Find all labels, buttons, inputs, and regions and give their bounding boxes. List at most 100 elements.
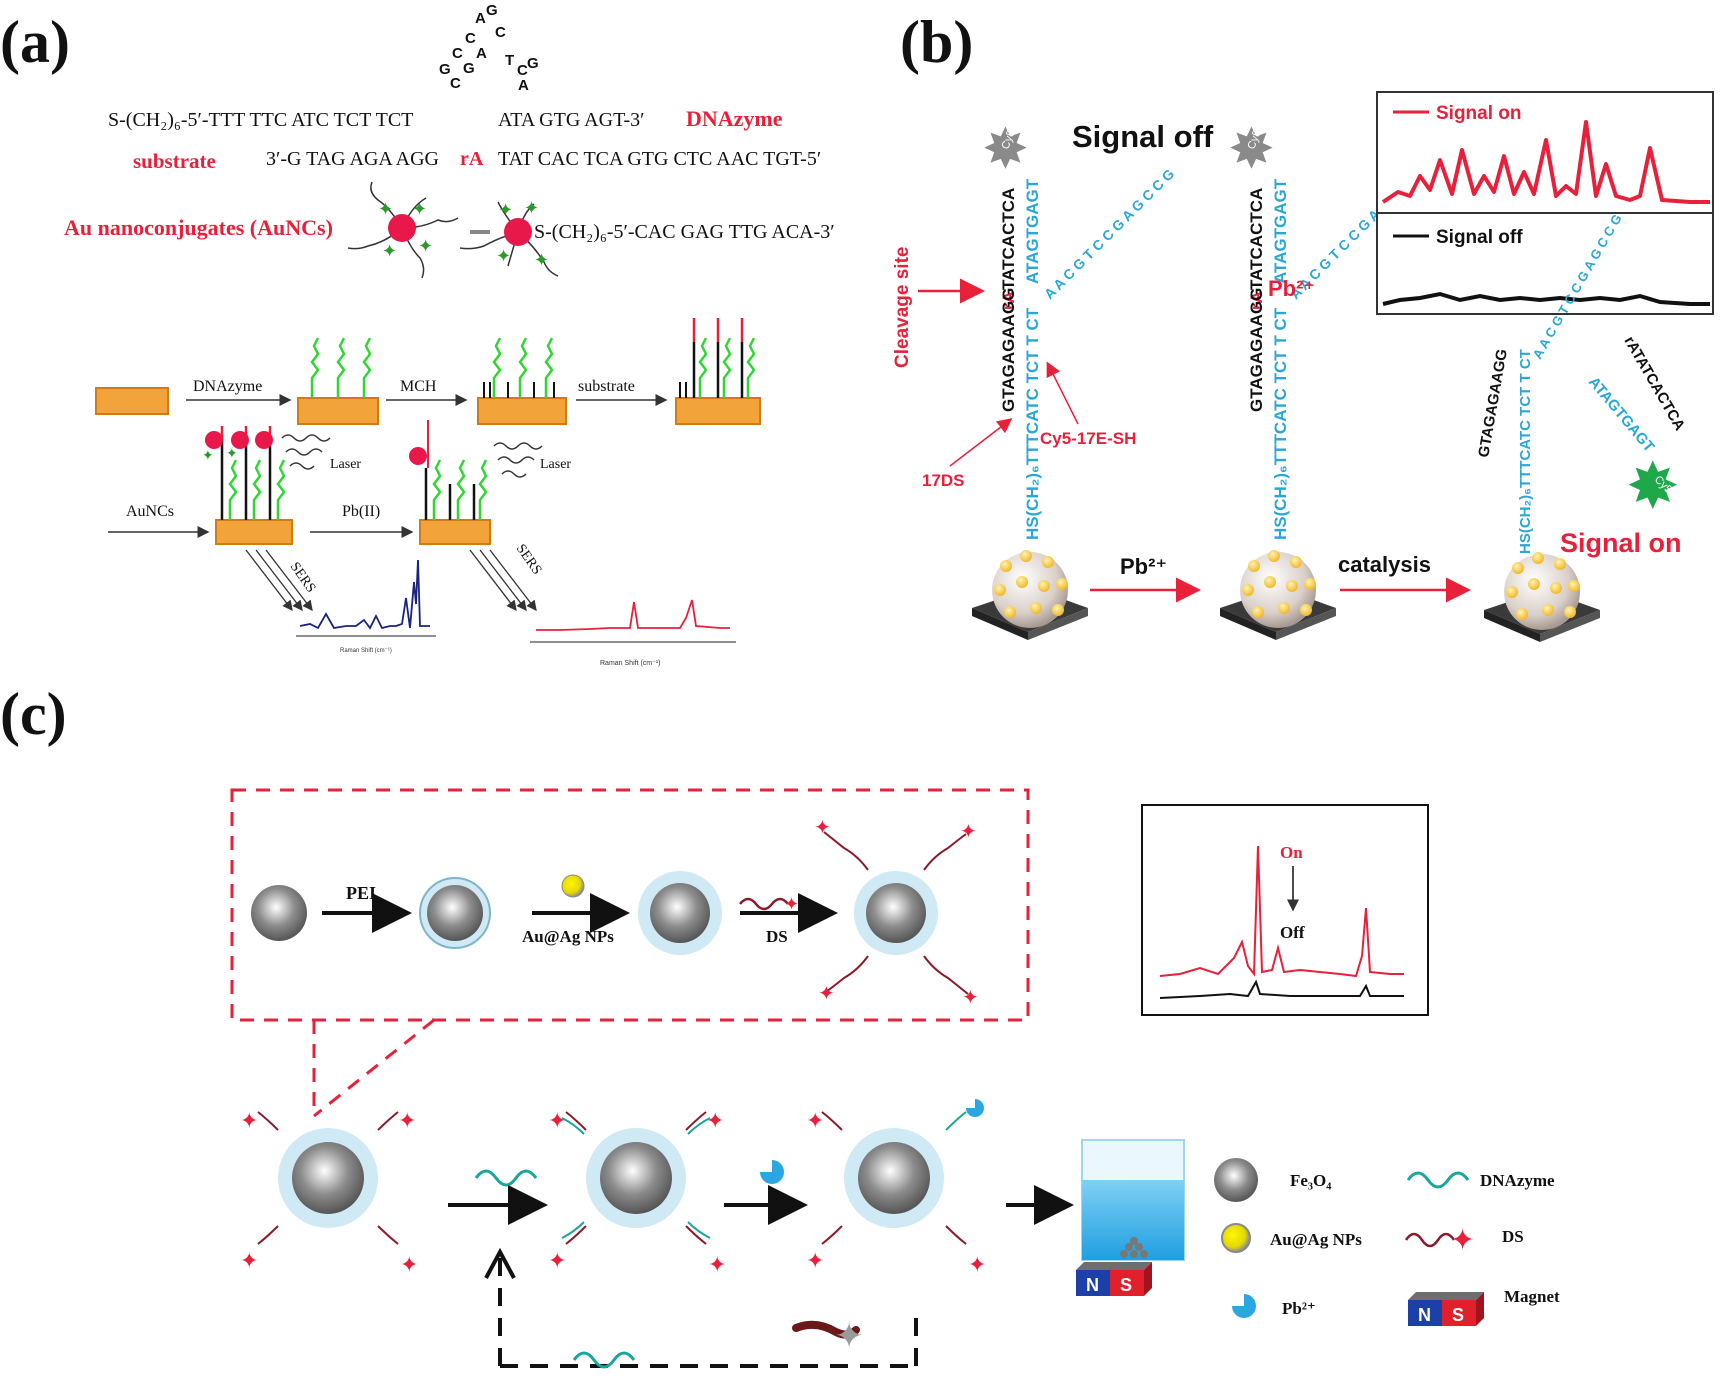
pb-ion-icon: [760, 1160, 784, 1184]
ds-star-icon: ✦: [1450, 1224, 1475, 1257]
laser-label: Laser: [330, 457, 361, 472]
raman-tag-icon: ✦: [524, 198, 539, 218]
strand-assembly-1: ✸ Cy5 TATCACTCA rA GTAGAGAAGG ATAGTGAGT …: [892, 119, 1177, 540]
inset-spectrum: On Off: [1141, 804, 1429, 1016]
dye-quenched-icon: ✸: [982, 119, 1029, 181]
sers-spectrum-2: Raman Shift (cm⁻¹): [530, 599, 736, 667]
detection-row: ✦ ✦ ✦ ✦ ✦ ✦ ✦ ✦: [240, 1099, 1185, 1369]
legend-ds: DS: [1502, 1227, 1524, 1246]
beaker-icon: [1081, 1139, 1185, 1261]
inset-off-label: Off: [1280, 923, 1305, 942]
spectrum-x-axis-label: Raman Shift (cm⁻¹): [340, 648, 392, 654]
sers-label: SERS: [513, 542, 544, 578]
legend-magnet-icon: N S: [1408, 1292, 1484, 1326]
strand-black-top: TATCACTCA: [999, 188, 1018, 290]
sers-arrows: SERS SERS: [245, 542, 544, 612]
strand-black-bottom: GTAGAGAAGG: [999, 288, 1018, 412]
inset-on-label: On: [1280, 843, 1303, 862]
substrate-sequence-left: 3′-G TAG AGA AGG: [266, 148, 439, 170]
signal-spectra-box: Signal on Signal off: [1376, 91, 1714, 315]
strand-black-top: TATCACTCA: [1247, 188, 1266, 290]
sers-label: SERS: [287, 560, 318, 596]
dnazyme-label: DNAzyme: [686, 106, 783, 131]
magnet-icon: N S: [1076, 1262, 1152, 1296]
arrow-catalysis-label: catalysis: [1338, 552, 1431, 577]
strand-cyan: HS(CH₂)₆TTTCATC TCT T CT: [1271, 307, 1290, 540]
nanoparticle-substrate-3: [1484, 552, 1600, 642]
panel-a: (a) A G C C C G A G C T C G A S-(CH₂)₆-5…: [0, 2, 835, 667]
pb-ion-icon: [1232, 1294, 1256, 1318]
gold-electrode: [477, 397, 567, 425]
laser-label: Laser: [540, 457, 571, 472]
raman-tag-icon: ✦: [496, 246, 511, 266]
strand-cyan: HS(CH₂)₆TTTCATC TCT T CT: [1517, 349, 1534, 554]
ds-star-icon: ✦: [962, 987, 979, 1009]
raman-tag-icon: ✦: [378, 199, 393, 219]
magnet-s-label: S: [1120, 1275, 1132, 1295]
loop-letter: A: [518, 77, 529, 94]
ds-star-icon: ✦: [960, 821, 977, 843]
gold-electrode: [675, 397, 761, 425]
released-ds-star-icon: ✦: [834, 1316, 864, 1356]
magnet-n-label: N: [1086, 1275, 1099, 1295]
arrow-pb-label: Pb²⁺: [1120, 554, 1167, 579]
nanoparticle-substrate-1: [972, 550, 1088, 640]
raman-tag-icon: ✦: [382, 241, 397, 261]
loop-letter: G: [463, 60, 475, 77]
dnazyme-sequence-left: S-(CH₂)₆-5′-TTT TTC ATC TCT TCT: [108, 109, 413, 131]
strand-ra: rA: [999, 291, 1018, 310]
magnet-n-label: N: [1418, 1305, 1431, 1325]
pei-label: PEI: [346, 883, 376, 903]
gold-electrode: [297, 397, 379, 425]
probe-particle: ✦ ✦ ✦ ✦: [240, 1108, 418, 1277]
loop-letter: C: [450, 75, 461, 92]
ds-star-icon: ✦: [548, 1248, 566, 1273]
aunc-particle: ✦ ✦ ✦ ✦: [347, 181, 459, 279]
loop-letter: A: [476, 45, 487, 62]
loop-letter: G: [439, 61, 451, 78]
gold-electrode: [215, 519, 293, 545]
dnazyme-sequence-right: ATA GTG AGT-3′: [498, 109, 644, 131]
cleaved-particle: ✦ ✦ ✦: [806, 1099, 986, 1277]
legend-signal-off: Signal off: [1436, 227, 1523, 248]
process-row-2: AuNCs ✦ ✦ Laser Pb(II): [108, 420, 571, 545]
loop-letter: C: [517, 62, 528, 79]
step-mch-label: MCH: [400, 378, 437, 395]
ds-star-icon: ✦: [818, 983, 835, 1005]
panel-a-label: (a): [0, 9, 70, 75]
panel-b: (b) Signal off ✸ Cy5 TATCACTCA rA GTAGAG…: [892, 9, 1714, 642]
gold-electrode: [419, 519, 491, 545]
substrate-ra: rA: [460, 148, 484, 170]
strand-black-bottom: GTAGAGAAGG: [1247, 288, 1266, 412]
loop-letter: G: [486, 2, 498, 19]
loop-letter: G: [527, 55, 539, 72]
legend-auag: Au@Ag NPs: [1270, 1230, 1362, 1249]
legend-signal-on: Signal on: [1436, 103, 1522, 124]
dnazyme-loop: A G C C C G A G C T C G A: [439, 2, 539, 94]
loop-letter: A: [475, 10, 486, 27]
loop-cyan: A A C G T C C G A G C C G: [1041, 166, 1178, 303]
strand-cyan-top: ATAGTGAGT: [1023, 178, 1042, 284]
process-row-1: DNAzyme MCH substrate: [95, 318, 761, 425]
loop-letter: C: [495, 24, 506, 41]
panel-b-label: (b): [900, 9, 973, 75]
panel-c-label: (c): [0, 681, 67, 747]
spectrum-x-axis-label: Raman Shift (cm⁻¹): [600, 660, 660, 667]
legend: Fe₃O₄ Au@Ag NPs Pb²⁺ DNAzyme ✦ DS N S Ma…: [1214, 1158, 1560, 1326]
coated-particle: [638, 871, 722, 955]
synthesis-sequence: PEI Au@Ag NPs ✦ DS ✦ ✦ ✦ ✦: [251, 817, 979, 1009]
ds-star-icon: ✦: [968, 1252, 986, 1277]
ds-star-icon: ✦: [708, 1252, 726, 1277]
cleaved-fragment: GTAGAGAAGG: [1475, 348, 1511, 459]
ds-star-icon: ✦: [784, 894, 799, 914]
step-auncs-label: AuNCs: [126, 503, 174, 520]
raman-tag-icon: ✦: [412, 199, 427, 219]
raman-tag-icon: ✦: [418, 236, 433, 256]
strand-cyan-top: ATAGTGAGT: [1271, 178, 1290, 284]
pb-ion-icon: [966, 1099, 984, 1117]
nanoparticle-substrate-2: [1220, 550, 1336, 640]
aunc-particle: ✦ ✦ ✦ ✦: [459, 198, 559, 277]
panel-c: (c) PEI Au@Ag NPs ✦ DS: [0, 681, 1560, 1369]
legend-pb: Pb²⁺: [1282, 1299, 1316, 1318]
aunc-label: Au nanoconjugates (AuNCs): [64, 215, 333, 240]
